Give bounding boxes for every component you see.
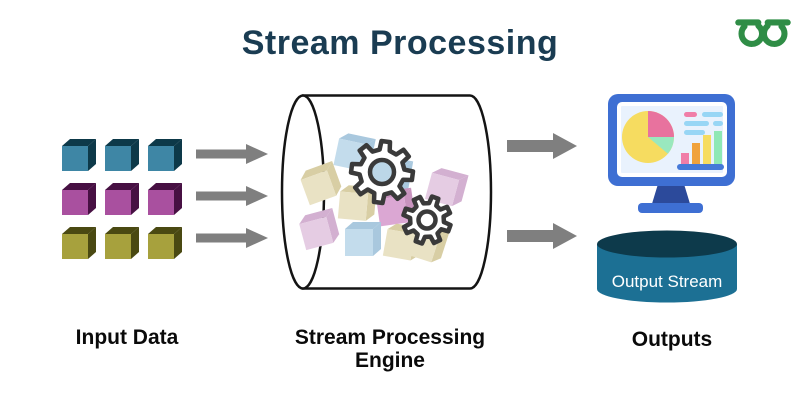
- bar-chart-icon: [677, 131, 724, 170]
- text-lines-icon: [684, 112, 723, 135]
- pie-chart-icon: [622, 111, 674, 163]
- output-stream-label: Output Stream: [611, 272, 723, 291]
- geeksforgeeks-logo-icon: [735, 19, 791, 47]
- engine-label: Stream Processing Engine: [290, 326, 490, 372]
- engine-label-line2: Engine: [354, 349, 425, 372]
- input-data-label: Input Data: [75, 326, 179, 349]
- monitor-icon: [608, 94, 735, 213]
- database-icon: [597, 230, 737, 303]
- monitor-base: [638, 203, 703, 213]
- input-flow-arrows: [196, 144, 268, 248]
- engine-label-line1: Stream Processing: [294, 326, 486, 349]
- gear-small-icon: [401, 194, 453, 246]
- monitor-stand: [651, 184, 691, 207]
- outputs-label: Outputs: [631, 328, 713, 351]
- page-title: Stream Processing: [241, 24, 559, 62]
- input-cubes-icon: [62, 139, 182, 259]
- gear-large-icon: [348, 138, 416, 206]
- output-flow-arrows: [507, 133, 577, 249]
